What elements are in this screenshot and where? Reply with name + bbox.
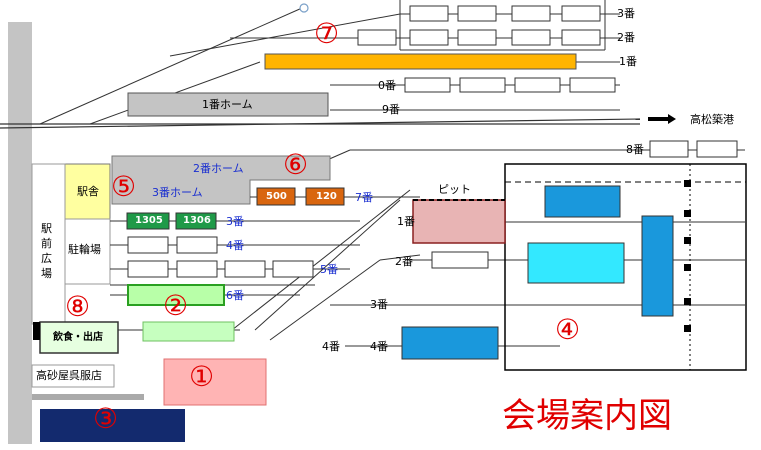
bicycle-parking-label: 駐輪場	[68, 243, 101, 256]
area-number-6: ⑥	[283, 148, 309, 181]
car-120	[305, 187, 345, 206]
blue-block-bottom	[401, 326, 499, 360]
cars-track-3	[409, 5, 601, 22]
track-label-1-top: 1番	[619, 55, 637, 68]
food-shop	[39, 321, 119, 354]
map-title: 会場案内図	[502, 396, 672, 436]
track-label-depot-3: 3番	[370, 298, 388, 311]
track-label-depot-2: 2番	[395, 255, 413, 268]
track-line-main-b	[0, 118, 641, 129]
green-area-light	[142, 321, 235, 342]
platform-1-label: 1番ホーム	[202, 98, 253, 111]
food-shop-label: 飲食・出店	[53, 332, 103, 343]
track-label-d3: 3番	[226, 215, 244, 228]
pit	[412, 199, 506, 244]
track-label-0: 0番	[378, 79, 396, 92]
area-number-4: ④	[555, 313, 581, 346]
hatched-strip	[32, 394, 144, 400]
pit-label: ピット	[438, 183, 471, 196]
area-number-5: ⑤	[111, 170, 137, 203]
arrow-icon	[648, 114, 676, 124]
car-1305-label: 1305	[135, 215, 163, 226]
area-number-2: ②	[163, 289, 189, 322]
track-label-d6: 6番	[226, 289, 244, 302]
car-1306	[175, 212, 217, 230]
track-diag-3	[169, 13, 401, 57]
area-number-7: ⑦	[314, 17, 340, 50]
car-500	[256, 187, 296, 206]
car-500-label: 500	[266, 191, 287, 202]
track-label-d5: 5番	[320, 263, 338, 276]
station-plaza	[31, 163, 66, 325]
food-shop-marker	[33, 322, 40, 340]
signal-icon	[299, 3, 309, 13]
road	[8, 22, 32, 444]
diag-c	[269, 259, 381, 341]
navy-area-3	[40, 409, 185, 442]
platform-3-label: 3番ホーム	[152, 186, 203, 199]
platform-1	[127, 92, 329, 117]
cars-track-2	[357, 29, 601, 46]
depot-pillars	[684, 180, 691, 332]
car-track-8-a	[649, 140, 689, 158]
station-plaza-label: 駅前広場	[41, 222, 52, 280]
car-depot-2	[431, 251, 489, 269]
cars-track-0	[404, 77, 616, 93]
area-number-3: ③	[93, 402, 119, 435]
blue-block-top	[544, 185, 621, 218]
track-label-2-top: 2番	[617, 31, 635, 44]
track-label-4a: 4番	[322, 340, 340, 353]
car-track-8-b	[696, 140, 738, 158]
track-label-9: 9番	[382, 103, 400, 116]
depot-building	[504, 163, 747, 371]
track-label-3-top: 3番	[617, 7, 635, 20]
diag-a	[231, 189, 411, 331]
area-number-8: ⑧	[65, 290, 91, 323]
area-number-1: ①	[189, 360, 215, 393]
blue-vertical-block	[641, 215, 674, 317]
car-1305	[126, 212, 170, 230]
platform-2-3	[111, 155, 331, 205]
station-building-label: 駅舎	[77, 185, 99, 198]
car-120-label: 120	[316, 191, 337, 202]
bicycle-parking	[64, 218, 111, 285]
takasagoya-box	[31, 364, 115, 388]
diag-d	[379, 254, 421, 261]
station-building	[64, 163, 111, 220]
green-area-2	[127, 284, 225, 306]
car-1306-label: 1306	[183, 215, 211, 226]
track-label-depot-1: 1番	[397, 215, 415, 228]
diag-b	[254, 199, 401, 331]
takasagoya-label: 高砂屋呉服店	[36, 369, 102, 382]
takamatsu-label: 高松築港	[690, 113, 734, 126]
track-label-8: 8番	[626, 143, 644, 156]
cyan-block	[527, 242, 625, 284]
track-label-4b: 4番	[370, 340, 388, 353]
platform-2-label: 2番ホーム	[193, 162, 244, 175]
cars-track-d4	[127, 236, 218, 254]
track-label-7: 7番	[355, 191, 373, 204]
track-label-d4: 4番	[226, 239, 244, 252]
pink-area-1	[163, 358, 267, 406]
cars-track-d5	[127, 260, 314, 278]
track-diag-1	[39, 7, 303, 125]
yellow-platform	[264, 53, 577, 70]
